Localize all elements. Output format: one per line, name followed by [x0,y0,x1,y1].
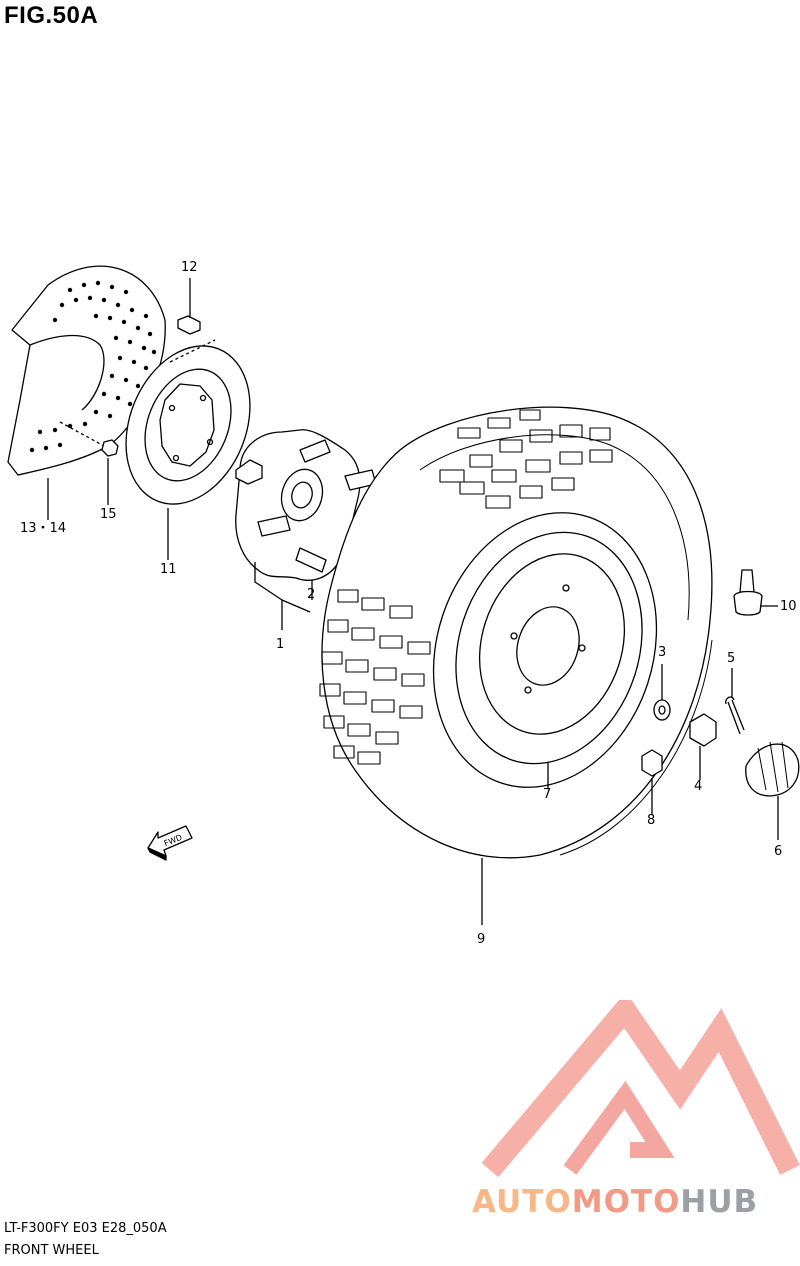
callout-3: 3 [658,645,667,660]
callout-9: 9 [477,932,486,947]
callout-15: 15 [100,507,117,522]
callout-8: 8 [647,813,656,828]
wordmark-moto: MOTO [571,1184,681,1220]
model-code: LT-F300FY E03 E28_050A [4,1221,167,1236]
automotohub-wordmark: AUTOMOTOHUB [472,1184,758,1220]
wheel-rim [432,512,658,788]
callout-7: 7 [543,787,552,802]
washer [653,699,671,721]
forward-arrow-icon [147,825,193,861]
callout-13-14: 13・14 [20,521,67,536]
wordmark-hub: HUB [680,1184,759,1220]
cotter-pin [725,696,745,735]
tyre-valve [733,569,763,616]
tyre-tread-blocks [319,409,613,765]
callout-10: 10 [780,599,797,614]
callout-12: 12 [181,260,198,275]
wheel-nut [641,749,663,777]
callout-4: 4 [694,779,703,794]
callout-1: 1 [276,637,285,652]
wordmark-auto: AUTO [472,1184,572,1220]
figure-title: FIG.50A [4,2,99,29]
section-name: FRONT WHEEL [4,1243,99,1258]
callout-2: 2 [307,587,316,602]
callout-5: 5 [727,651,736,666]
castle-nut [689,713,717,747]
callout-6: 6 [774,844,783,859]
cover-bolt-15 [59,421,119,457]
hub-cap [745,741,800,797]
callout-11: 11 [160,562,177,577]
brake-disc [125,345,251,505]
wheel-hub [235,429,377,581]
cover-vent-holes [29,280,157,453]
automotohub-logo [481,1000,800,1178]
leader-1 [254,562,283,630]
leader-2 [281,599,311,613]
disc-bolt-12 [169,315,216,363]
